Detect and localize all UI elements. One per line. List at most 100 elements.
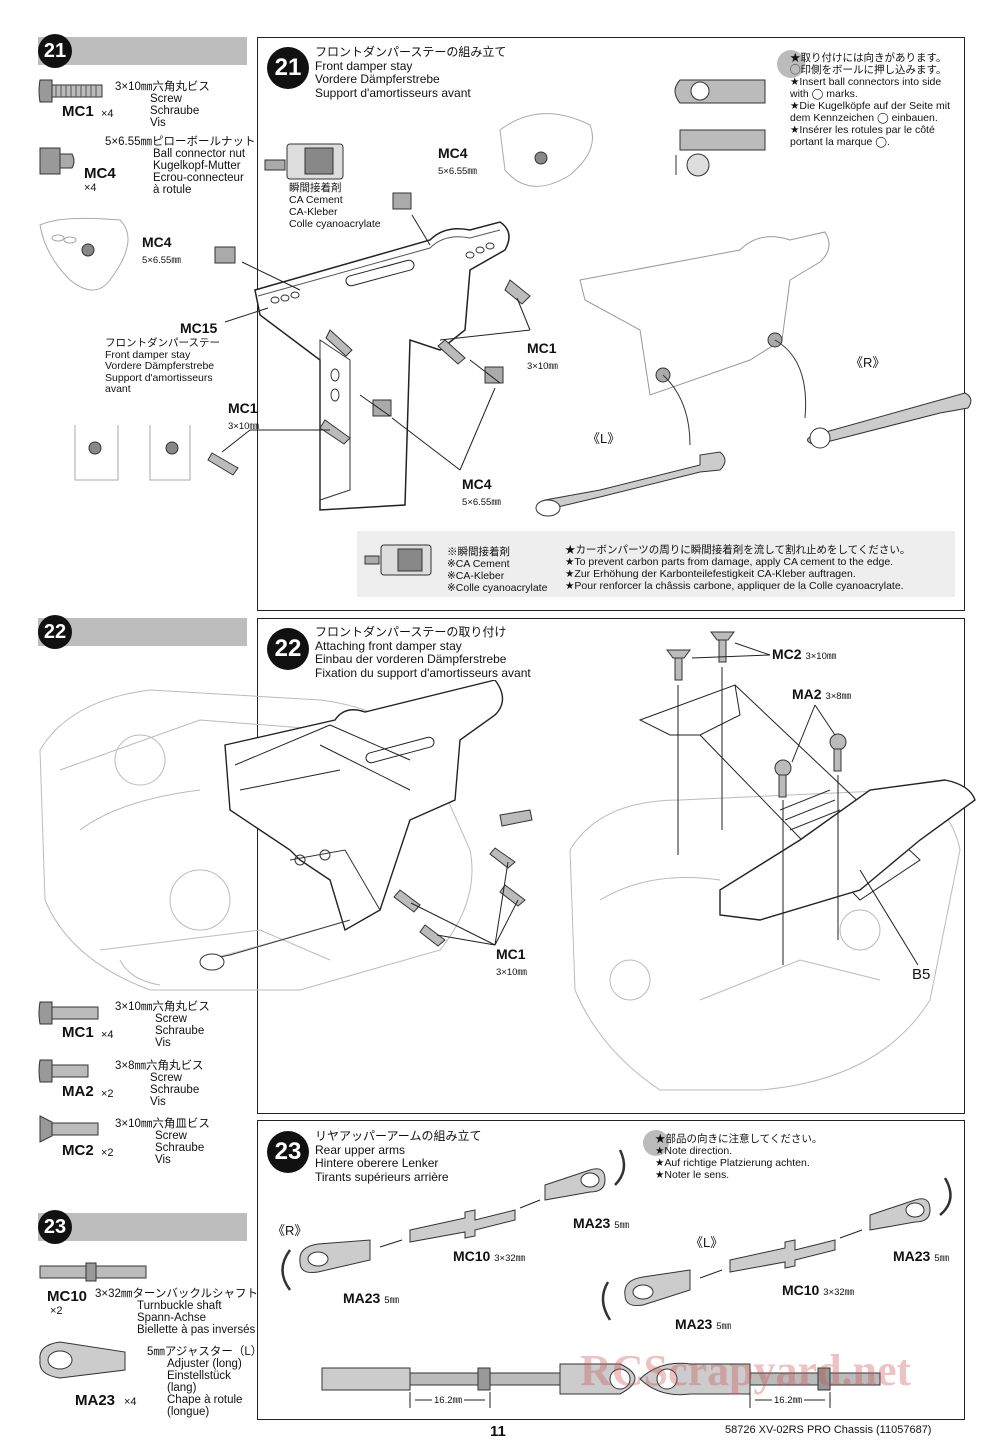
step23-title-en: Rear upper arms: [315, 1142, 406, 1157]
watermark: RCScrapyard.net: [580, 1346, 912, 1395]
mc1-screw-icon: [38, 1001, 99, 1025]
step23-ma23-jp: 5㎜アジャスター（L）: [147, 1346, 263, 1358]
step21-title-en: Front damper stay: [315, 58, 413, 73]
part-mc4-fr: Ecrou-connecteur: [153, 172, 244, 184]
page-number: 11: [490, 1423, 506, 1440]
step21-title: フロントダンパーステーの組み立て Front damper stay Vorde…: [315, 45, 507, 100]
step22-title-jp: フロントダンパーステーの取り付け: [315, 625, 507, 639]
step21-parts-header-bar: [38, 37, 247, 65]
box-line-3: ★Pour renforcer la châssis carbone, appl…: [565, 580, 904, 592]
b5-label: B5: [912, 966, 931, 983]
step22-parts-header-bar: [38, 618, 247, 646]
box-line-2: ★Zur Erhöhung der Karbonteilefestigkeit …: [565, 568, 856, 580]
part-mc1-en: Screw: [150, 93, 182, 105]
step21-direction-note: ★取り付けには向きがあります。 ◯印側をボールに押し込みます。 ★Insert …: [790, 52, 950, 148]
step23-mc10-code: MC10: [47, 1288, 88, 1305]
step22-title-de: Einbau der vorderen Dämpferstrebe: [315, 652, 507, 666]
step22-ma2-de: Schraube: [150, 1084, 200, 1096]
step22-title: フロントダンパーステーの取り付け Attaching front damper …: [315, 625, 531, 680]
step21-title-jp: フロントダンパーステーの組み立て: [315, 45, 507, 59]
step21-note-line-5: dem Kennzeichen ◯ einbauen.: [790, 112, 938, 124]
box-carbon-note: ★カーボンパーツの周りに瞬間接着剤を流して割れ止めをしてください。 ★To pr…: [565, 544, 910, 592]
mc10-label-r: MC10 3×32㎜: [453, 1248, 526, 1264]
part-mc1-de: Schraube: [150, 105, 200, 117]
ca-en: CA Cement: [289, 194, 343, 206]
box-ca-en: ※CA Cement: [447, 558, 510, 570]
step22-ma2-jp: 3×8㎜六角丸ビス: [115, 1060, 204, 1072]
step23-ma23-code: MA23: [75, 1392, 116, 1409]
step23-mc10-de: Spann-Achse: [137, 1312, 207, 1324]
mc4-label-left: MC4: [142, 234, 172, 250]
screw-icon: [38, 78, 104, 104]
mc1-label-right: MC1: [527, 340, 557, 356]
mc4-size-top: 5×6.55㎜: [438, 166, 477, 177]
ma2-screw-icon: [38, 1059, 89, 1083]
step21-note-line-7: portant la marque ◯.: [790, 136, 890, 148]
part-mc1-code: MC1: [62, 103, 94, 120]
mc1-label-left: MC1: [228, 400, 258, 416]
ma2-size: 3×8㎜: [825, 691, 852, 702]
step22-mc1-de: Schraube: [155, 1025, 205, 1037]
step23-mc10-en: Turnbuckle shaft: [137, 1300, 222, 1312]
step21-left-marker: 《L》: [587, 431, 621, 446]
mc10-size-l: 3×32㎜: [823, 1287, 855, 1298]
mc15-desc: フロントダンパーステー Front damper stay Vordere Dä…: [105, 337, 220, 396]
mc2-label: MC2 3×10㎜: [772, 646, 837, 662]
step21-note-line-0: ★取り付けには向きがあります。: [790, 52, 947, 64]
mc15-en: Front damper stay: [105, 348, 191, 361]
turnbuckle-icon: [39, 1262, 147, 1282]
step22-mc1-en: Screw: [155, 1013, 187, 1025]
step22-mc1-count: ×4: [101, 1029, 114, 1041]
step22-ma2-en: Screw: [150, 1072, 182, 1084]
part-mc4-code: MC4: [84, 165, 116, 182]
box-ca-fr: ※Colle cyanoacrylate: [447, 582, 548, 594]
ca-de: CA-Kleber: [289, 206, 338, 218]
step23-left-marker: 《L》: [690, 1235, 724, 1250]
box-ca-jp: ※瞬間接着剤: [447, 546, 510, 558]
step22-title-en: Attaching front damper stay: [315, 638, 462, 653]
step22-number: 22: [267, 628, 309, 670]
part-mc4-de: Kugelkopf-Mutter: [153, 160, 241, 172]
step21-note-line-2: ★Insert ball connectors into side: [790, 76, 942, 88]
mc4-label-top: MC4: [438, 145, 468, 161]
ma2-label: MA2 3×8㎜: [792, 686, 852, 702]
adjuster-icon: [39, 1341, 126, 1379]
ma23-size-l-bottom: 5㎜: [716, 1321, 732, 1332]
part-mc1-count: ×4: [101, 108, 114, 120]
mc4-size-bottom: 5×6.55㎜: [462, 497, 501, 508]
step22-mc2-de: Schraube: [155, 1142, 205, 1154]
ma23-label-r-top: MA23 5㎜: [573, 1215, 630, 1231]
part-mc4-fr2: à rotule: [153, 184, 192, 196]
step23-note-line-3: ★Noter le sens.: [655, 1169, 730, 1181]
mc10-size-r: 3×32㎜: [494, 1253, 526, 1264]
box-line-0: ★カーボンパーツの周りに瞬間接着剤を流して割れ止めをしてください。: [565, 544, 911, 556]
ma23-label-l-bottom: MA23 5㎜: [675, 1316, 732, 1332]
step23-title-fr: Tirants supérieurs arrière: [315, 1169, 449, 1184]
mc4-label-bottom: MC4: [462, 476, 492, 492]
dimension-left: 16.2㎜: [432, 1392, 464, 1406]
mc2-size: 3×10㎜: [805, 651, 837, 662]
product-footer: 58726 XV-02RS PRO Chassis (11057687): [725, 1424, 932, 1436]
ma23-label-l-top: MA23 5㎜: [893, 1248, 950, 1264]
step21-note-line-1: ◯印側をボールに押し込みます。: [790, 64, 947, 76]
step23-number: 23: [267, 1131, 309, 1173]
step22-panel: [257, 618, 965, 1114]
ball-nut-icon: [38, 144, 78, 178]
step22-mc1-fr: Vis: [155, 1037, 171, 1049]
ca-fr: Colle cyanoacrylate: [289, 218, 381, 230]
step23-note-line-0: ★部品の向きに注意してください。: [655, 1133, 823, 1145]
step22-mc1-size: 3×10㎜: [496, 967, 527, 978]
step23-title-jp: リヤアッパーアームの組み立て: [315, 1129, 482, 1143]
step21-parts-number: 21: [38, 34, 72, 68]
step22-ma2-fr: Vis: [150, 1096, 166, 1108]
step22-ma2-code: MA2: [62, 1083, 94, 1100]
step23-note-badge: [643, 1130, 669, 1156]
step23-right-marker: 《R》: [272, 1223, 308, 1238]
step22-ma2-count: ×2: [101, 1088, 114, 1100]
mc10-label-l: MC10 3×32㎜: [782, 1282, 855, 1298]
step21-note-line-3: with ◯ marks.: [790, 88, 858, 100]
step22-mc1-label: MC1: [496, 946, 526, 962]
step23-parts-header-bar: [38, 1213, 247, 1241]
part-mc1-fr: Vis: [150, 117, 166, 129]
part-mc4-count: ×4: [84, 182, 97, 194]
